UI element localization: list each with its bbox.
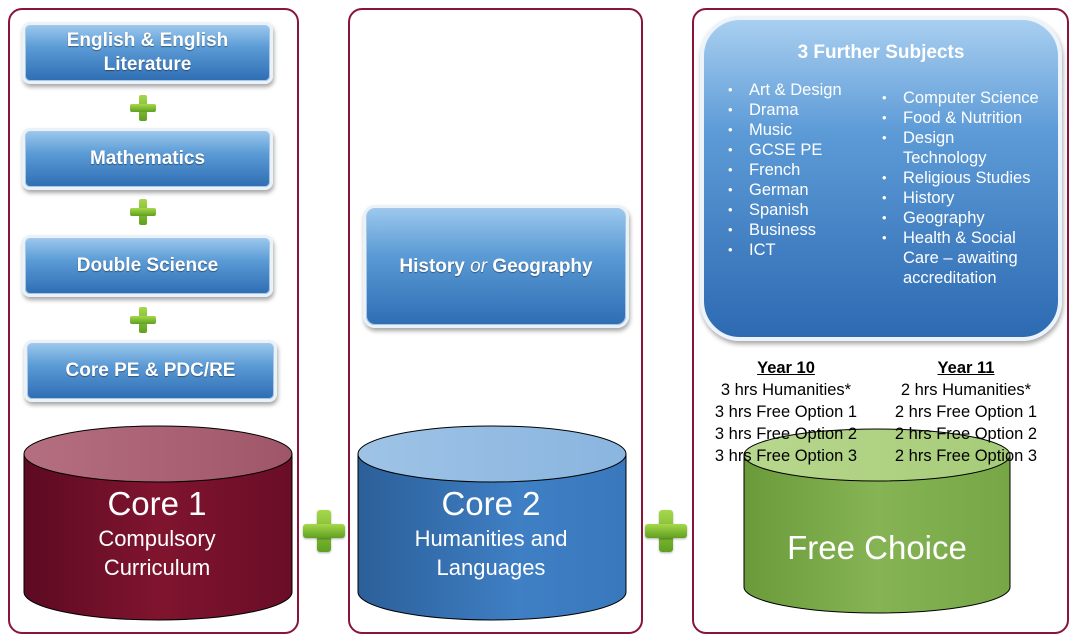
further-subjects-box: 3 Further Subjects Art & Design Drama Mu… [700, 16, 1062, 341]
list-item: Health & Social Care – awaiting accredit… [882, 228, 1042, 288]
list-item: History [882, 188, 1042, 208]
core2-title: Core 2 [441, 485, 541, 522]
free-choice-cylinder [743, 428, 1011, 614]
list-item: Religious Studies [882, 168, 1042, 188]
year10-line: 3 hrs Free Option 1 [714, 403, 858, 421]
list-item: Computer Science [882, 88, 1042, 108]
list-item: Geography [882, 208, 1042, 228]
year11-line: 2 hrs Free Option 1 [894, 403, 1038, 421]
further-subjects-title: 3 Further Subjects [797, 42, 965, 63]
core2-cylinder [357, 425, 627, 621]
list-item: Business [728, 220, 888, 240]
list-item: Food & Nutrition [882, 108, 1042, 128]
year10-line: 3 hrs Humanities* [720, 381, 852, 399]
plus-icon [130, 199, 156, 225]
year11-line: 2 hrs Humanities* [900, 381, 1032, 399]
subject-core-pe: Core PE & PDC/RE [24, 340, 277, 402]
core1-subtitle-line: Curriculum [103, 555, 211, 580]
core2-label: Core 2 Humanities and Languages [356, 484, 626, 582]
subject-geography: Geography [492, 255, 593, 277]
year11-column: Year 11 2 hrs Humanities* 2 hrs Free Opt… [880, 357, 1052, 467]
subject-mathematics: Mathematics [22, 128, 273, 190]
plus-icon [130, 307, 156, 333]
year10-column: Year 10 3 hrs Humanities* 3 hrs Free Opt… [700, 357, 872, 467]
left-subject-list: Art & Design Drama Music GCSE PE French … [728, 80, 888, 260]
list-item: Drama [728, 100, 888, 120]
year11-heading: Year 11 [937, 359, 995, 377]
list-item: French [728, 160, 888, 180]
core2-subtitle-line: Languages [436, 555, 546, 580]
subject-history: History [399, 255, 465, 277]
list-item: Music [728, 120, 888, 140]
list-item: German [728, 180, 888, 200]
list-item: Art & Design [728, 80, 888, 100]
list-item: Design Technology [882, 128, 1042, 168]
free-choice-title: Free Choice [787, 529, 967, 566]
subject-double-science: Double Science [22, 235, 273, 297]
year10-line: 3 hrs Free Option 3 [714, 447, 858, 465]
core1-subtitle-line: Compulsory [98, 526, 216, 551]
year11-line: 2 hrs Free Option 2 [894, 425, 1038, 443]
list-item: Spanish [728, 200, 888, 220]
core2-subtitle-line: Humanities and [414, 526, 568, 551]
free-choice-label: Free Choice [742, 528, 1012, 568]
right-subject-list: Computer Science Food & Nutrition Design… [882, 88, 1042, 288]
subject-connector: or [470, 255, 488, 277]
subject-history-or-geography: History or Geography [363, 205, 629, 328]
year11-line: 2 hrs Free Option 3 [894, 447, 1038, 465]
core1-cylinder [23, 425, 293, 621]
plus-icon [130, 95, 156, 121]
plus-icon [303, 510, 345, 552]
plus-icon [645, 510, 687, 552]
core1-label: Core 1 Compulsory Curriculum [22, 484, 292, 582]
subject-english: English & English Literature [22, 22, 273, 84]
year10-heading: Year 10 [757, 359, 815, 377]
list-item: GCSE PE [728, 140, 888, 160]
list-item: ICT [728, 240, 888, 260]
core1-title: Core 1 [107, 485, 207, 522]
year10-line: 3 hrs Free Option 2 [714, 425, 858, 443]
